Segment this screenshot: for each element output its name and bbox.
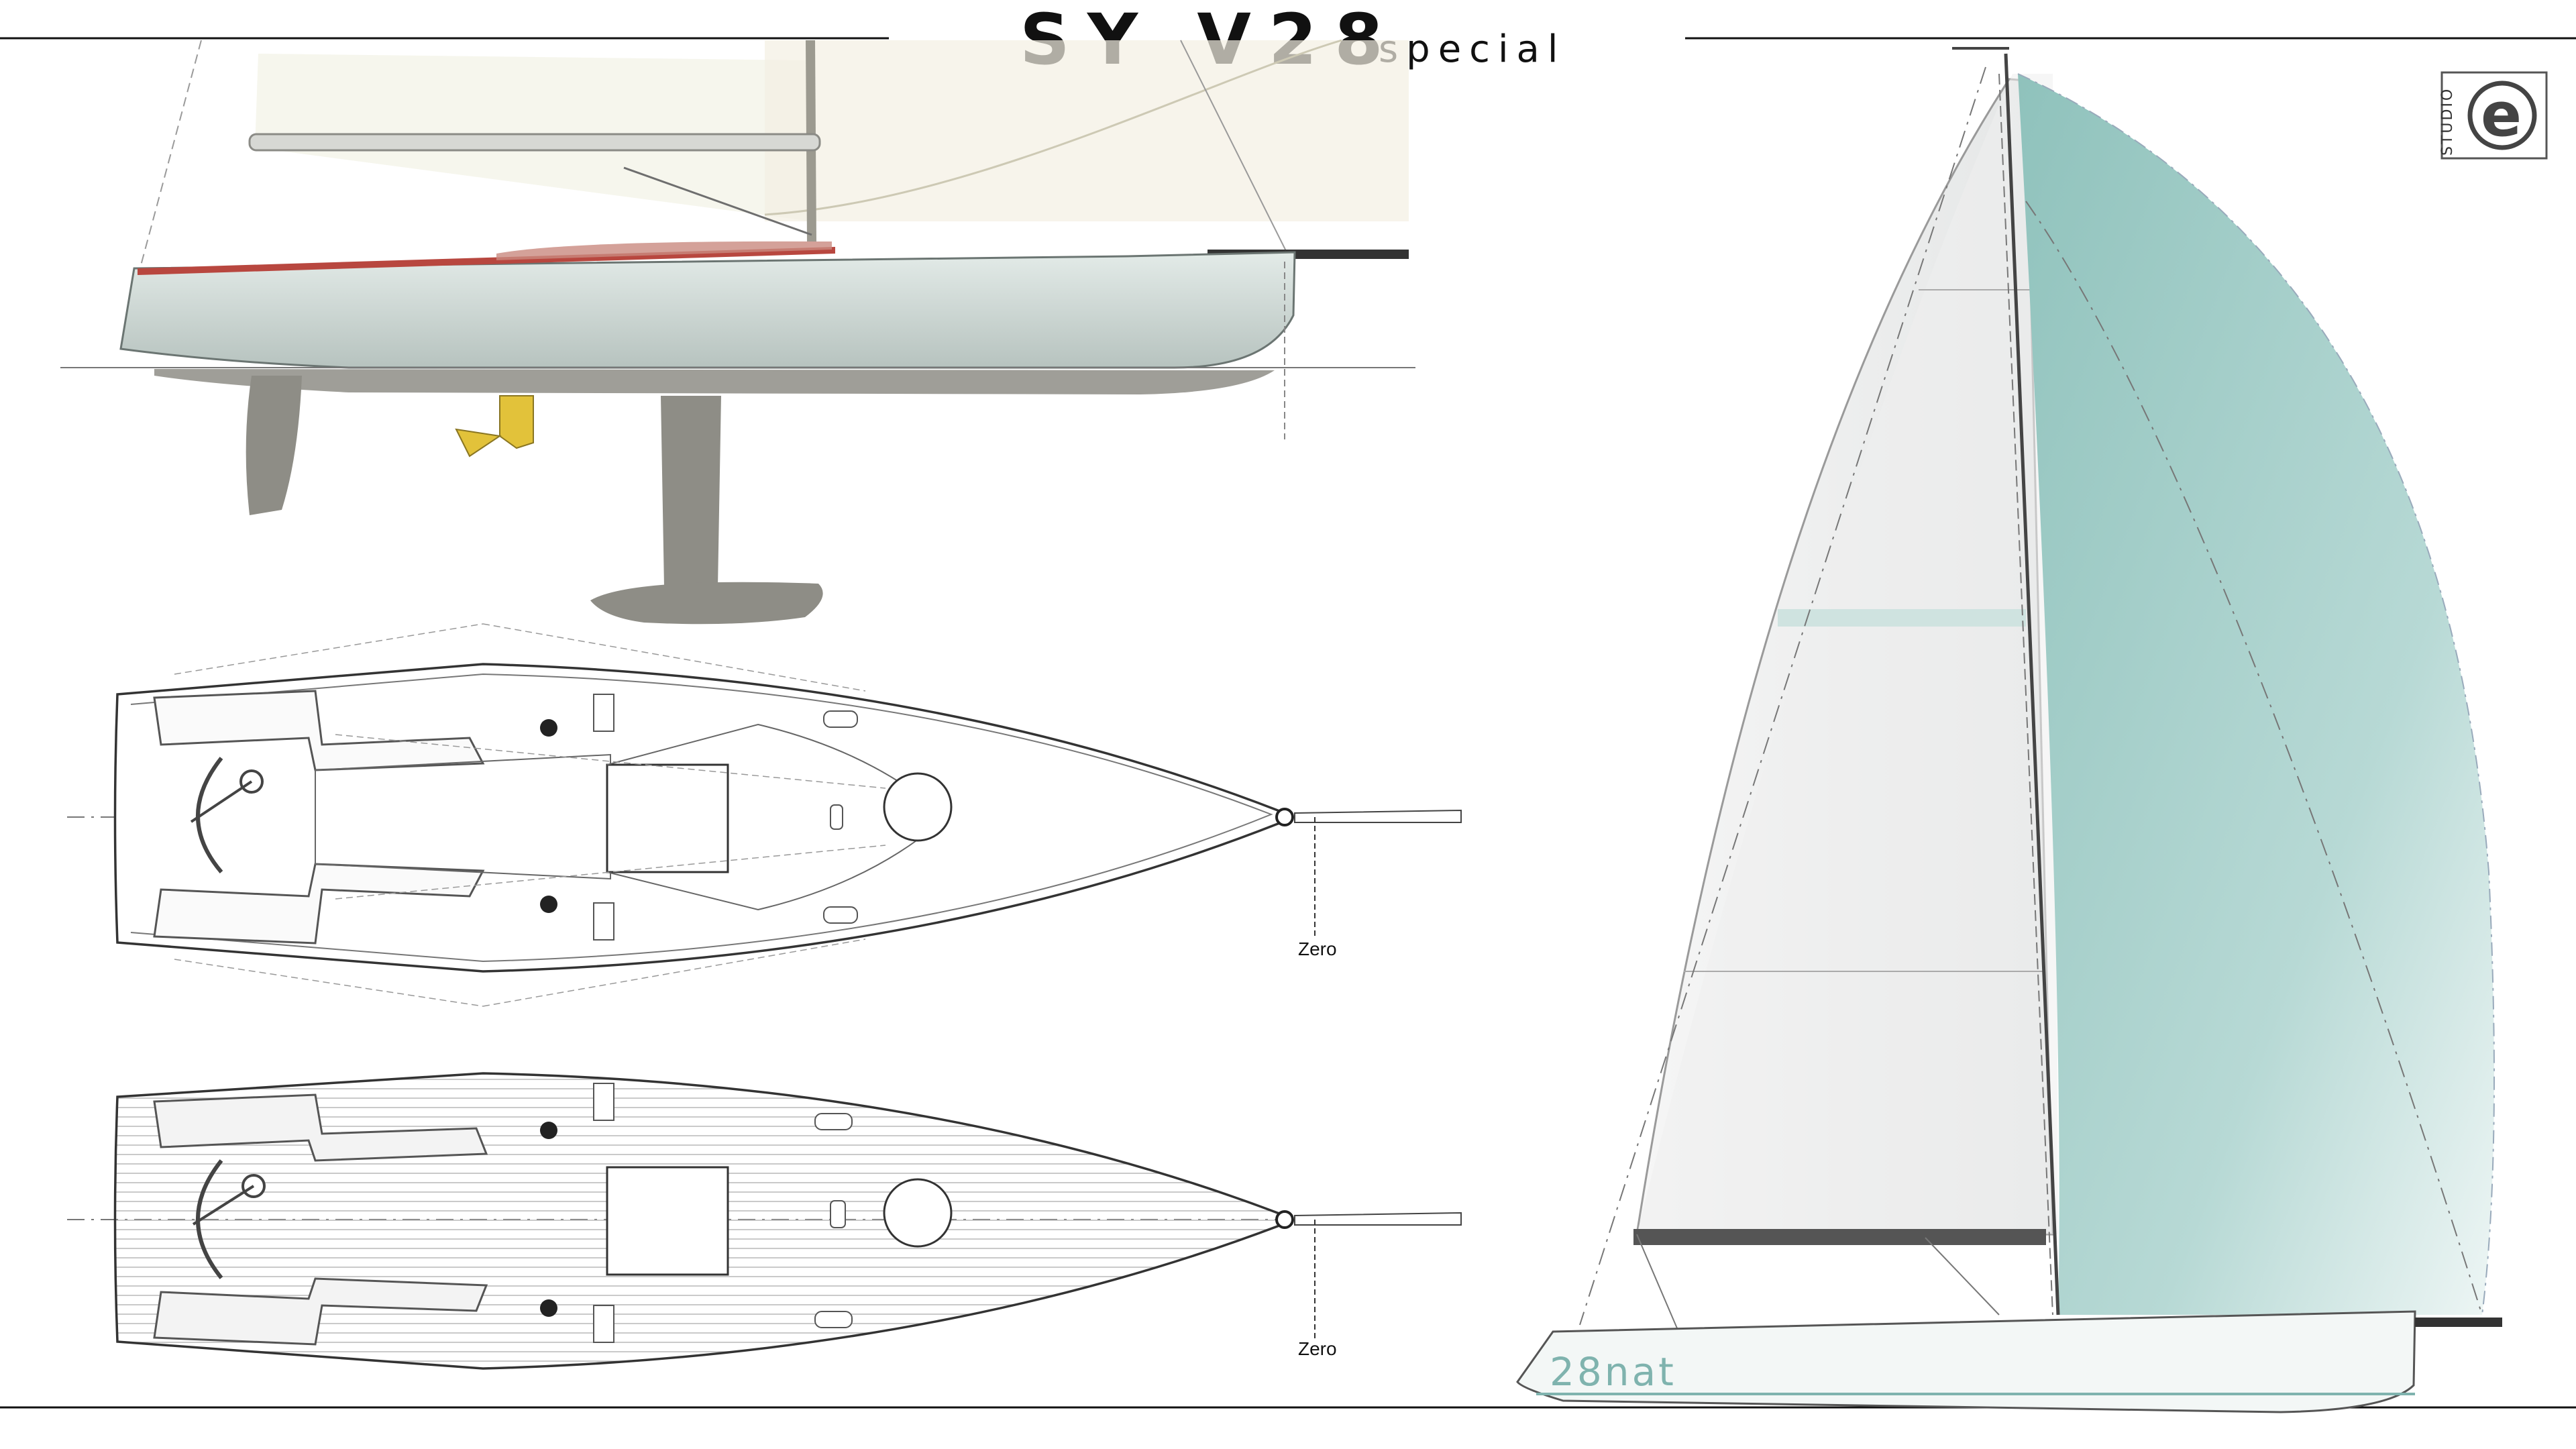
teak-bow-fitting [1275, 1210, 1294, 1229]
sail-rigging [1579, 66, 2483, 1329]
profile-cabin-top [496, 241, 832, 260]
profile-engine-leg [499, 395, 534, 449]
deck-tiller-head [239, 769, 264, 794]
deck-bow-fitting [1275, 808, 1294, 826]
teak-forehatch [883, 1178, 953, 1248]
profile-rigging-2 [623, 166, 812, 236]
logo-frame [2440, 71, 2548, 160]
deck-plan: Zero [67, 623, 1462, 1007]
profile-propeller [455, 428, 502, 458]
sail-plan: 28nat [1516, 47, 2502, 1413]
profile-bottom-shading [154, 369, 1275, 394]
deck-companionway-hatch [606, 763, 729, 873]
profile-rudder [246, 376, 302, 515]
profile-sail-curve [764, 39, 1342, 216]
teak-winch-starboard [540, 1299, 557, 1317]
teak-tiller [192, 1185, 255, 1226]
deck-control-lines [174, 623, 886, 1007]
studio-logo: STUDIO e [2439, 71, 2548, 160]
logo-circle [2467, 80, 2537, 150]
deck-port-bench [153, 690, 485, 771]
teak-clutch-banks [593, 1083, 853, 1343]
sail-reef-band [1778, 609, 2026, 627]
deck-inner-line [130, 673, 1273, 963]
deck-winch-port [540, 719, 557, 737]
teak-bowsprit [1294, 1212, 1462, 1226]
sail-hull-name: 28nat [1550, 1349, 1676, 1395]
sail-boom [1633, 1229, 2046, 1245]
profile-keel-fin [661, 396, 721, 587]
sail-mast [2004, 53, 2060, 1316]
deck-cockpit-well [315, 753, 611, 880]
teak-companionway-hatch [606, 1166, 729, 1276]
deck-clutch-banks [593, 694, 858, 941]
teak-zero-label: Zero [1298, 1338, 1337, 1359]
profile-boom [248, 133, 821, 152]
profile-keel-bulb [590, 582, 823, 625]
sail-bowsprit [2415, 1318, 2502, 1327]
profile-view [60, 39, 1415, 625]
deck-starboard-bench [153, 863, 485, 945]
deck-winch-starboard [540, 896, 557, 913]
profile-rigging-3 [1180, 40, 1289, 256]
teak-port-bench [153, 1093, 488, 1162]
sail-hull [1516, 1310, 2416, 1413]
teak-traveller-arc [196, 1159, 223, 1279]
logo-mark: e [2481, 80, 2522, 150]
deck-tiller [190, 780, 253, 823]
sail-gennaker-leech [2017, 73, 2495, 1316]
deck-zero-label: Zero [1298, 938, 1337, 959]
teak-deck-plan: Zero [67, 1072, 1462, 1370]
logo-text: STUDIO [2439, 87, 2456, 156]
teak-winch-port [540, 1122, 557, 1139]
deck-forehatch [883, 772, 953, 842]
sail-gennaker [2018, 74, 2494, 1315]
teak-starboard-bench [153, 1277, 488, 1346]
deck-bowsprit [1294, 809, 1462, 823]
profile-headsail [765, 40, 1409, 221]
sail-mainsail [1637, 74, 2058, 1234]
